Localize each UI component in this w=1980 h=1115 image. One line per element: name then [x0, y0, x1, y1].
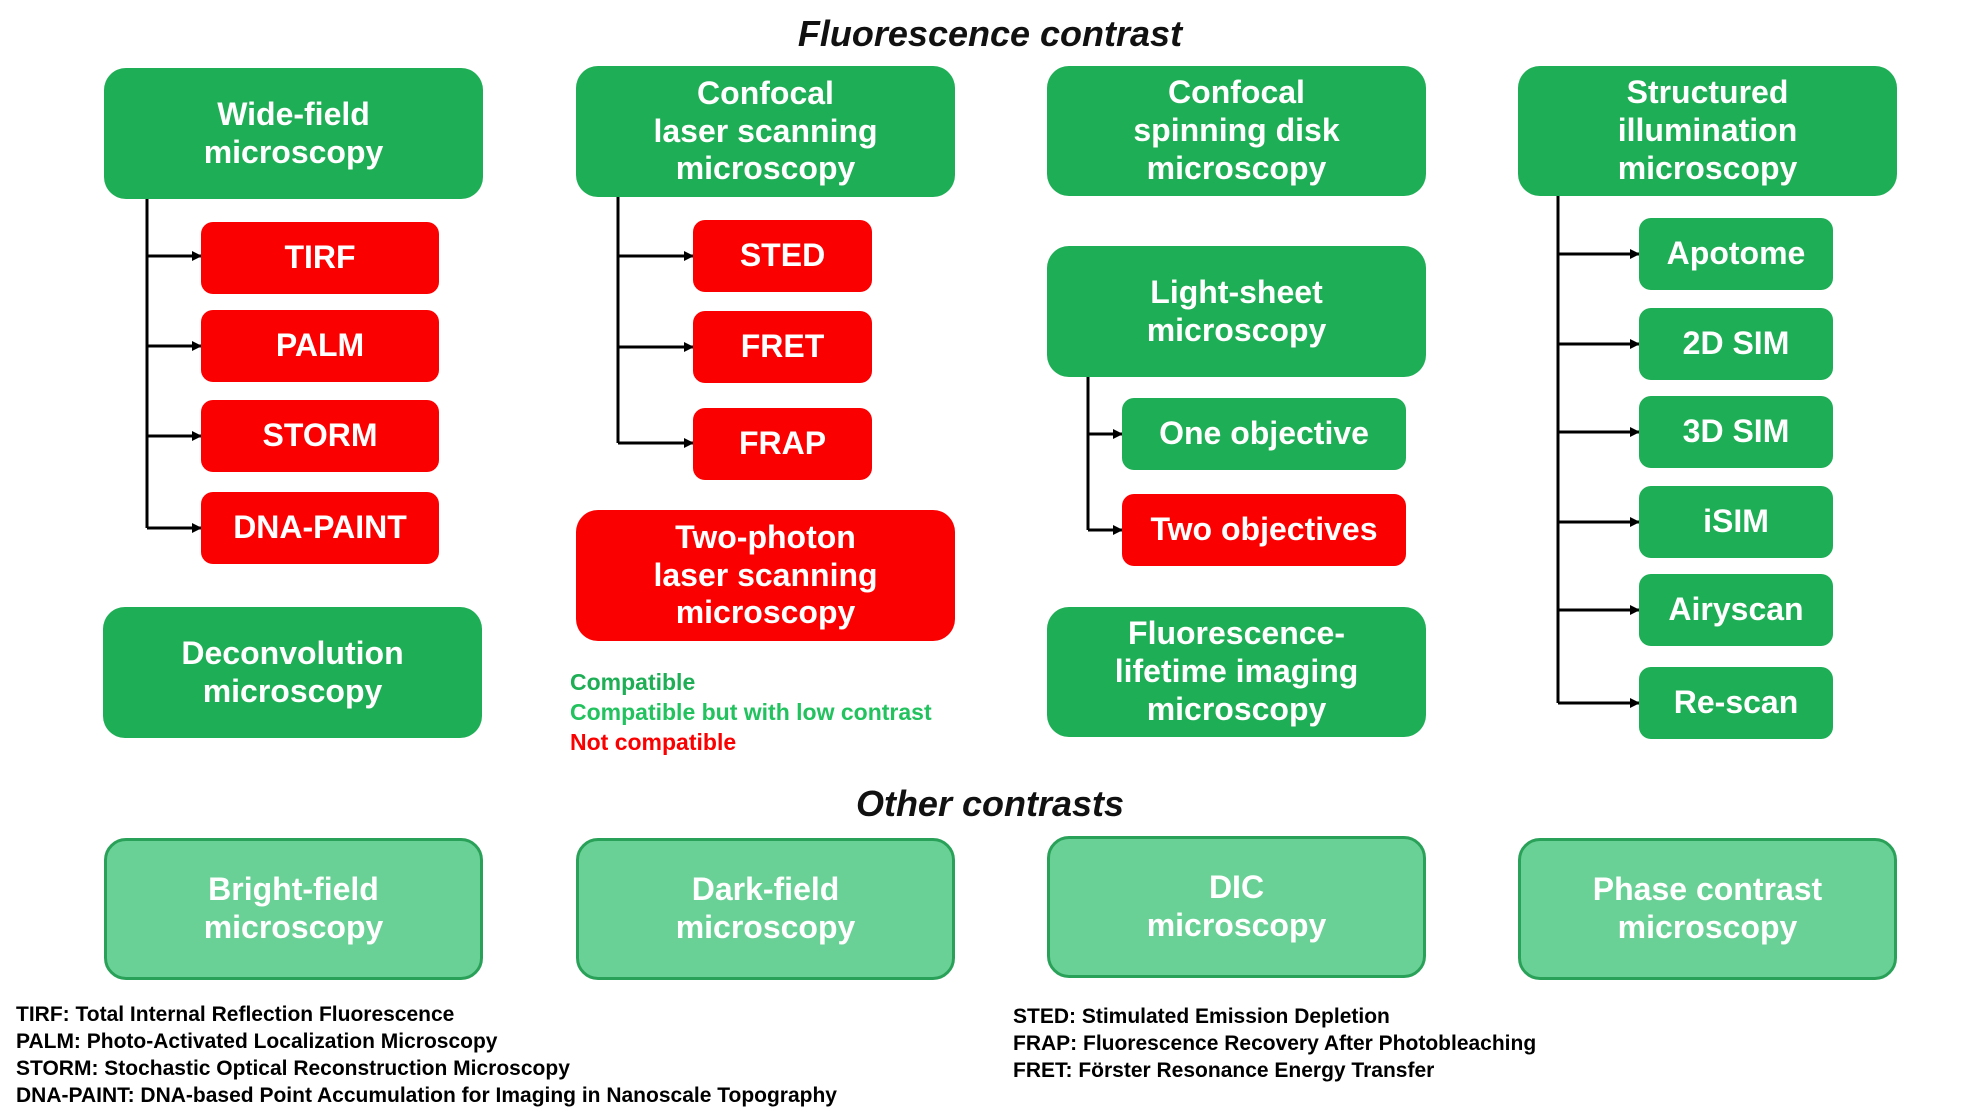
storm-box: STORM: [201, 400, 439, 472]
abbreviation-line: STED: Stimulated Emission Depletion: [1013, 1005, 1390, 1028]
palm-box: PALM: [201, 310, 439, 382]
2d-sim-box: 2D SIM: [1639, 308, 1833, 380]
legend-low-contrast: Compatible but with low contrast: [570, 699, 932, 725]
confocal-spinning-disk-box: Confocal spinning disk microscopy: [1047, 66, 1426, 196]
phase-contrast-microscopy-box: Phase contrast microscopy: [1518, 838, 1897, 980]
two-photon-laser-scanning-box: Two-photon laser scanning microscopy: [576, 510, 955, 641]
other-contrasts-heading: Other contrasts: [855, 783, 1125, 824]
fluorescence-contrast-heading: Fluorescence contrast: [797, 13, 1183, 54]
bright-field-microscopy-box: Bright-field microscopy: [104, 838, 483, 980]
sted-box: STED: [693, 220, 872, 292]
two-objectives-box: Two objectives: [1122, 494, 1406, 566]
dark-field-microscopy-box: Dark-field microscopy: [576, 838, 955, 980]
frap-box: FRAP: [693, 408, 872, 480]
deconvolution-microscopy-box: Deconvolution microscopy: [103, 607, 482, 738]
abbreviation-line: STORM: Stochastic Optical Reconstruction…: [16, 1057, 570, 1080]
tirf-box: TIRF: [201, 222, 439, 294]
dna-paint-box: DNA-PAINT: [201, 492, 439, 564]
fluorescence-lifetime-imaging-box: Fluorescence- lifetime imaging microscop…: [1047, 607, 1426, 737]
one-objective-box: One objective: [1122, 398, 1406, 470]
re-scan-box: Re-scan: [1639, 667, 1833, 739]
abbreviation-line: PALM: Photo-Activated Localization Micro…: [16, 1030, 498, 1053]
legend-compatible: Compatible: [570, 669, 696, 695]
abbreviation-line: FRAP: Fluorescence Recovery After Photob…: [1013, 1032, 1537, 1055]
confocal-laser-scanning-box: Confocal laser scanning microscopy: [576, 66, 955, 197]
abbreviation-line: TIRF: Total Internal Reflection Fluoresc…: [16, 1003, 455, 1026]
dic-microscopy-box: DIC microscopy: [1047, 836, 1426, 978]
light-sheet-microscopy-box: Light-sheet microscopy: [1047, 246, 1426, 377]
abbreviation-line: FRET: Förster Resonance Energy Transfer: [1013, 1059, 1435, 1082]
3d-sim-box: 3D SIM: [1639, 396, 1833, 468]
legend-not-compatible: Not compatible: [570, 729, 737, 755]
airyscan-box: Airyscan: [1639, 574, 1833, 646]
structured-illumination-box: Structured illumination microscopy: [1518, 66, 1897, 196]
wide-field-microscopy-box: Wide-field microscopy: [104, 68, 483, 199]
fret-box: FRET: [693, 311, 872, 383]
apotome-box: Apotome: [1639, 218, 1833, 290]
isim-box: iSIM: [1639, 486, 1833, 558]
abbreviation-line: DNA-PAINT: DNA-based Point Accumulation …: [16, 1084, 837, 1107]
